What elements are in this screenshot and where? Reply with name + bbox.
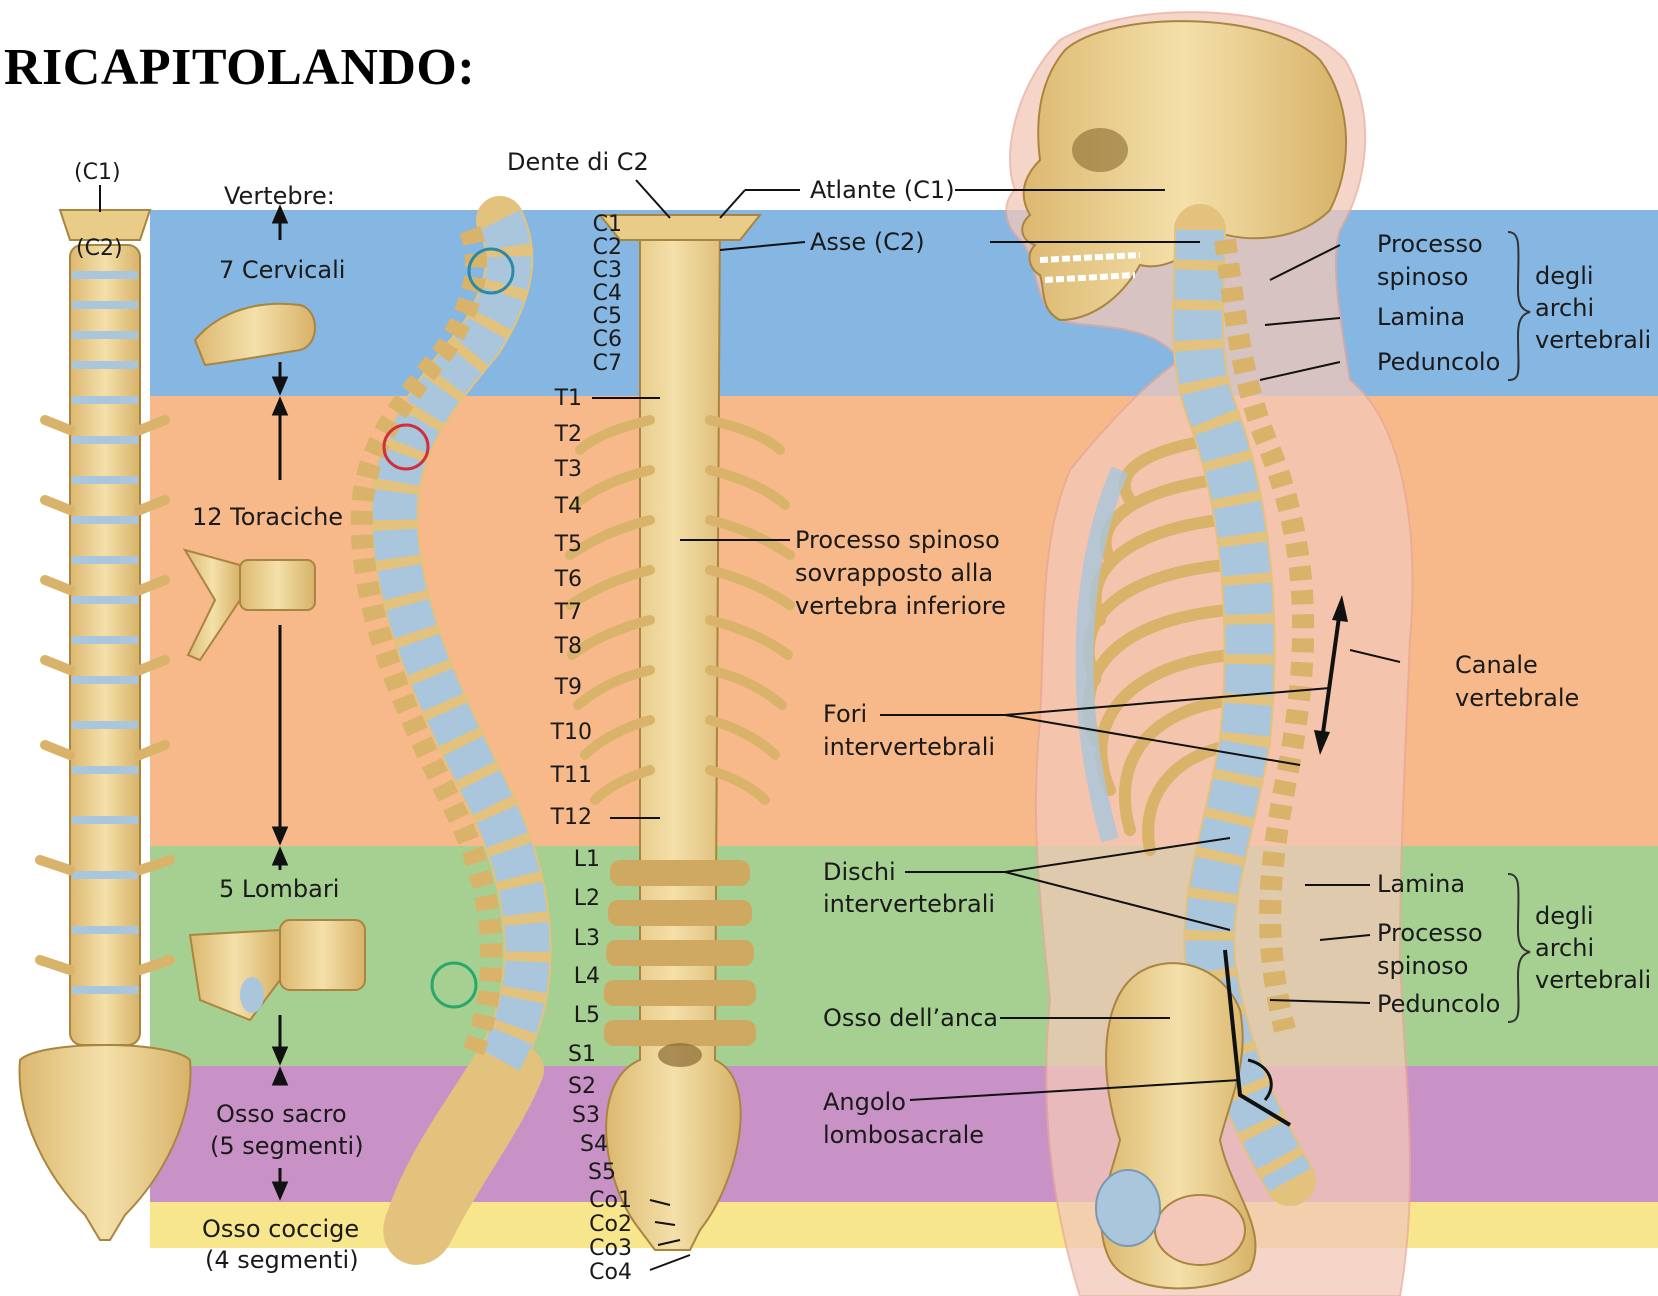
angle-label-2: lombosacrale bbox=[823, 1121, 984, 1150]
level-t6: T6 bbox=[522, 567, 582, 592]
arch-bottom-spinoso: spinoso bbox=[1377, 952, 1469, 981]
level-c6: C6 bbox=[562, 327, 622, 352]
level-t5: T5 bbox=[522, 532, 582, 557]
level-c3: C3 bbox=[562, 258, 622, 283]
braces bbox=[1508, 232, 1530, 1022]
arch-top-lamina: Lamina bbox=[1377, 303, 1465, 332]
dens-label: Dente di C2 bbox=[507, 148, 649, 177]
atlas-label: Atlante (C1) bbox=[810, 176, 955, 205]
lumbar-count: 5 Lombari bbox=[219, 875, 339, 904]
level-c5: C5 bbox=[562, 304, 622, 329]
level-c1: C1 bbox=[562, 212, 622, 237]
level-t3: T3 bbox=[522, 457, 582, 482]
foramina-label-2: intervertebrali bbox=[823, 733, 995, 762]
arch-top-spinoso: spinoso bbox=[1377, 263, 1469, 292]
sacrum-label-1: Osso sacro bbox=[216, 1100, 347, 1129]
level-t9: T9 bbox=[522, 675, 582, 700]
arch-top-processo: Processo bbox=[1377, 230, 1483, 259]
spinous-overlap-3: vertebra inferiore bbox=[795, 592, 1006, 621]
level-l5: L5 bbox=[540, 1003, 600, 1028]
level-t10: T10 bbox=[532, 720, 592, 745]
lumbar-vertebra-illustration bbox=[190, 920, 365, 1020]
spinous-overlap-1: Processo spinoso bbox=[795, 526, 1000, 555]
level-co4: Co4 bbox=[572, 1260, 632, 1285]
arch-top-group-1: degli bbox=[1535, 262, 1594, 291]
level-s3: S3 bbox=[540, 1103, 600, 1128]
level-s4: S4 bbox=[548, 1132, 608, 1157]
level-s1: S1 bbox=[536, 1042, 596, 1067]
arch-top-group-2: archi bbox=[1535, 294, 1594, 323]
level-l3: L3 bbox=[540, 926, 600, 951]
level-l1: L1 bbox=[540, 847, 600, 872]
level-t8: T8 bbox=[522, 634, 582, 659]
axis-label: Asse (C2) bbox=[810, 228, 925, 257]
level-t12: T12 bbox=[532, 805, 592, 830]
lateral-spine bbox=[362, 220, 528, 1241]
level-c7: C7 bbox=[562, 351, 622, 376]
discs-label-1: Dischi bbox=[823, 858, 896, 887]
hip-label: Osso dell’anca bbox=[823, 1004, 998, 1033]
cervical-vertebra-illustration bbox=[195, 304, 315, 365]
level-co3: Co3 bbox=[572, 1236, 632, 1261]
foramina-label-1: Fori bbox=[823, 700, 867, 729]
coccyx-label-1: Osso coccige bbox=[202, 1215, 359, 1244]
spinous-overlap-2: sovrapposto alla bbox=[795, 559, 993, 588]
discs-label-2: intervertebrali bbox=[823, 890, 995, 919]
angle-label-1: Angolo bbox=[823, 1088, 906, 1117]
arch-bottom-peduncolo: Peduncolo bbox=[1377, 990, 1500, 1019]
level-s2: S2 bbox=[536, 1074, 596, 1099]
arch-bottom-group-2: archi bbox=[1535, 934, 1594, 963]
label-c1-left: (C1) bbox=[74, 160, 121, 186]
arch-bottom-group-3: vertebrali bbox=[1535, 966, 1651, 995]
level-t7: T7 bbox=[522, 600, 582, 625]
level-c2: C2 bbox=[562, 235, 622, 260]
arch-top-group-3: vertebrali bbox=[1535, 326, 1651, 355]
level-l4: L4 bbox=[540, 964, 600, 989]
level-t1: T1 bbox=[522, 386, 582, 411]
thoracic-count: 12 Toraciche bbox=[192, 503, 343, 532]
level-s5: S5 bbox=[556, 1160, 616, 1185]
cervical-count: 7 Cervicali bbox=[219, 256, 345, 285]
arch-top-peduncolo: Peduncolo bbox=[1377, 348, 1500, 377]
vertebre-header: Vertebre: bbox=[224, 182, 335, 211]
level-co1: Co1 bbox=[572, 1188, 632, 1213]
arch-bottom-lamina: Lamina bbox=[1377, 870, 1465, 899]
arch-bottom-group-1: degli bbox=[1535, 902, 1594, 931]
level-t4: T4 bbox=[522, 494, 582, 519]
sacrum-label-2: (5 segmenti) bbox=[210, 1132, 364, 1161]
level-l2: L2 bbox=[540, 886, 600, 911]
arch-bottom-processo: Processo bbox=[1377, 919, 1483, 948]
level-c4: C4 bbox=[562, 281, 622, 306]
thoracic-vertebra-illustration bbox=[185, 550, 315, 660]
level-t2: T2 bbox=[522, 422, 582, 447]
anterior-spine bbox=[20, 210, 191, 1240]
coccyx-label-2: (4 segmenti) bbox=[205, 1246, 359, 1275]
label-c2-left: (C2) bbox=[76, 236, 123, 262]
region-arrows bbox=[274, 208, 286, 1197]
canal-label-2: vertebrale bbox=[1455, 684, 1579, 713]
level-co2: Co2 bbox=[572, 1212, 632, 1237]
level-t11: T11 bbox=[532, 763, 592, 788]
canal-label-1: Canale bbox=[1455, 651, 1538, 680]
